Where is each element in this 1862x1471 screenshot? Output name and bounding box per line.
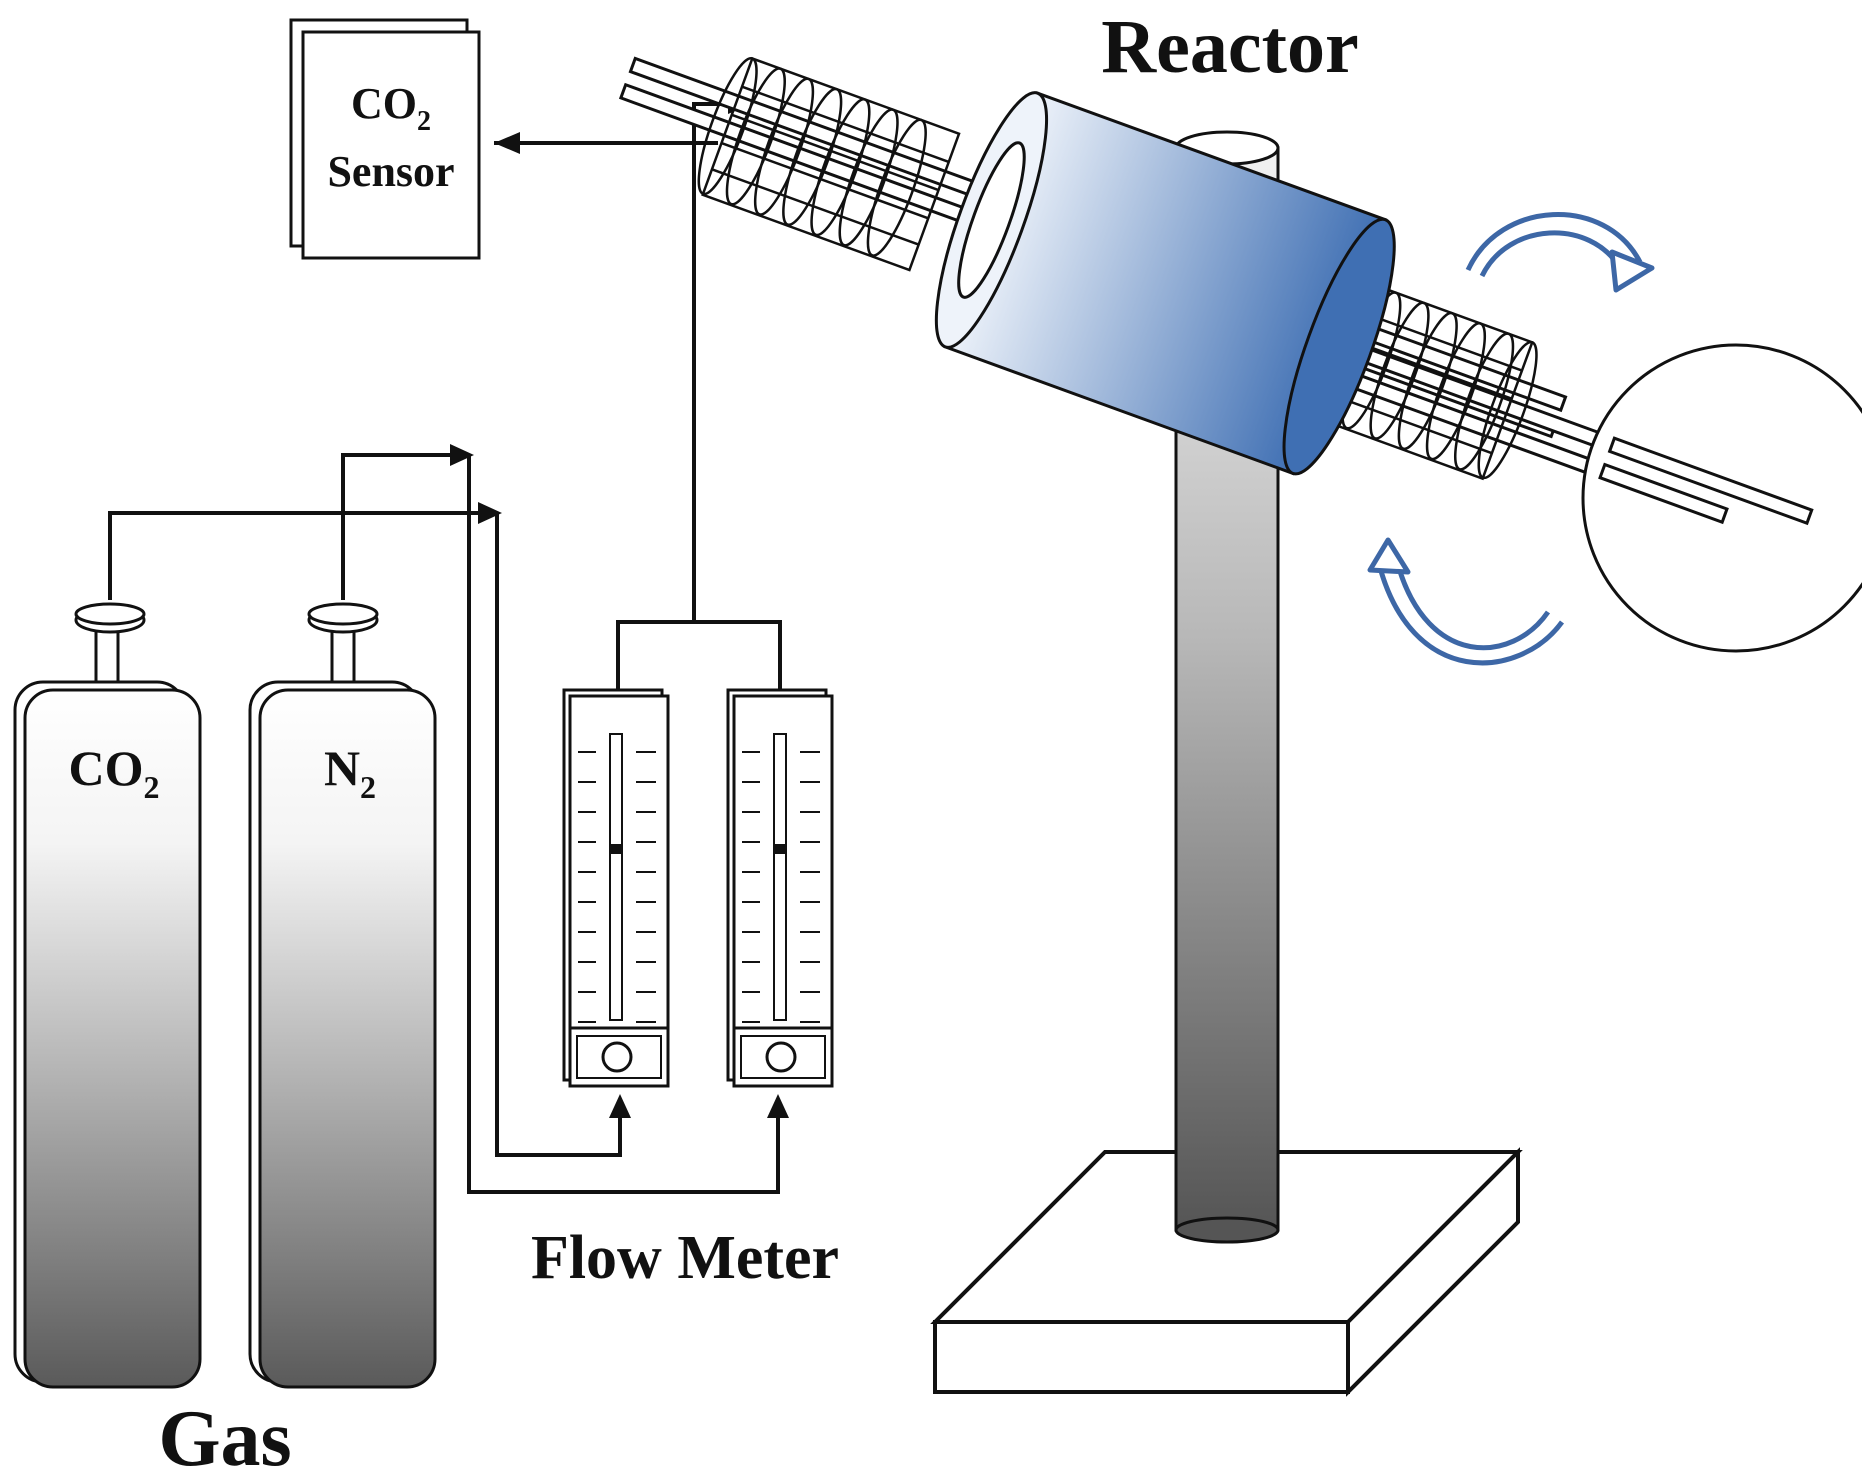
n2-cylinder-sub: 2 <box>360 769 376 805</box>
stand <box>930 130 1523 1397</box>
gas-lines <box>108 444 789 1194</box>
svg-text:CO2: CO2 <box>351 79 431 137</box>
sensor-label-sub: 2 <box>417 106 431 137</box>
sensor-connection <box>494 94 782 690</box>
co2-cylinder-label: CO <box>69 740 144 796</box>
co2-cylinder-sub: 2 <box>144 769 160 805</box>
co2-sensor: CO2 Sensor <box>289 18 481 260</box>
flask <box>1581 343 1862 653</box>
n2-cylinder-label: N <box>324 740 360 796</box>
flow-meter-1 <box>562 688 670 1088</box>
rotary-evaporator <box>618 56 1814 526</box>
flow-meter-2 <box>726 688 834 1088</box>
rotation-arrows-icon <box>1367 212 1655 666</box>
svg-text:N2: N2 <box>324 740 376 805</box>
gas-cylinder-n2: N2 <box>248 602 437 1389</box>
sensor-label-co: CO <box>351 79 417 128</box>
reactor-title: Reactor <box>1101 5 1358 89</box>
gas-cylinder-co2: CO2 <box>13 602 202 1389</box>
gas-label: Gas <box>158 1395 291 1471</box>
flask-tubes <box>1598 436 1814 526</box>
svg-text:CO2: CO2 <box>69 740 160 805</box>
flow-meter-label: Flow Meter <box>531 1224 839 1292</box>
sensor-label: Sensor <box>327 147 454 196</box>
